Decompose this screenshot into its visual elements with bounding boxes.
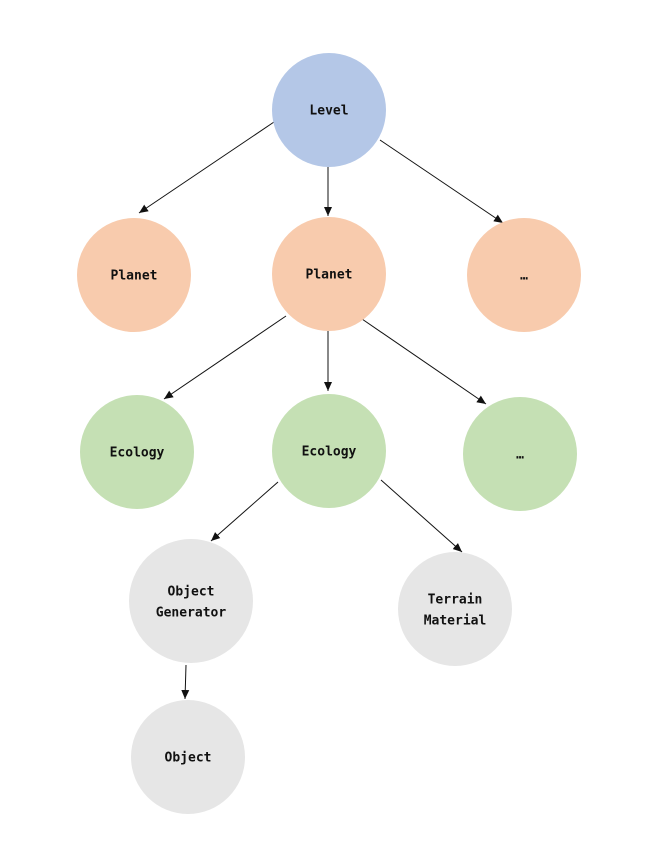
node-planet-center-label: Planet	[306, 268, 353, 283]
edge-ecology-to-object-generator	[210, 481, 279, 542]
edge-level-to-planet-more	[379, 139, 504, 224]
node-object-circle	[131, 700, 245, 814]
node-ecology-more-circle	[463, 397, 577, 511]
node-object-generator-label-line1: Object	[168, 585, 215, 600]
node-ecology-more: …	[463, 397, 577, 511]
node-ecology-left-circle	[80, 395, 194, 509]
node-object-generator-label-line2: Generator	[156, 606, 227, 621]
node-planet-left-label: Planet	[111, 269, 158, 284]
edge-ecology-to-terrain-material	[380, 479, 463, 553]
node-ecology-center: Ecology	[272, 394, 386, 508]
node-level-circle	[272, 53, 386, 167]
node-object-label: Object	[165, 751, 212, 766]
node-planet-center-circle	[272, 217, 386, 331]
edge-object-generator-to-object	[181, 664, 190, 700]
node-level: Level	[272, 53, 386, 167]
node-planet-more-circle	[467, 218, 581, 332]
edge-planet-to-ecology-left	[163, 315, 287, 400]
node-planet-left: Planet	[77, 218, 191, 332]
node-object-generator: Object Generator	[129, 539, 253, 663]
node-ecology-left-label: Ecology	[110, 446, 165, 461]
node-planet-center: Planet	[272, 217, 386, 331]
node-ecology-more-label: …	[516, 448, 524, 463]
node-terrain-material-circle	[398, 552, 512, 666]
node-terrain-material-label-line1: Terrain	[428, 593, 483, 608]
edge-planet-to-ecology-more	[361, 318, 487, 405]
node-terrain-material: Terrain Material	[398, 552, 512, 666]
node-ecology-center-circle	[272, 394, 386, 508]
node-terrain-material-label-line2: Material	[424, 614, 487, 629]
node-planet-more-label: …	[520, 269, 528, 284]
node-ecology-center-label: Ecology	[302, 445, 357, 460]
node-level-label: Level	[309, 104, 348, 119]
node-object: Object	[131, 700, 245, 814]
node-planet-left-circle	[77, 218, 191, 332]
node-planet-more: …	[467, 218, 581, 332]
node-object-generator-circle	[129, 539, 253, 663]
node-ecology-left: Ecology	[80, 395, 194, 509]
edge-level-to-planet-left	[138, 121, 275, 214]
